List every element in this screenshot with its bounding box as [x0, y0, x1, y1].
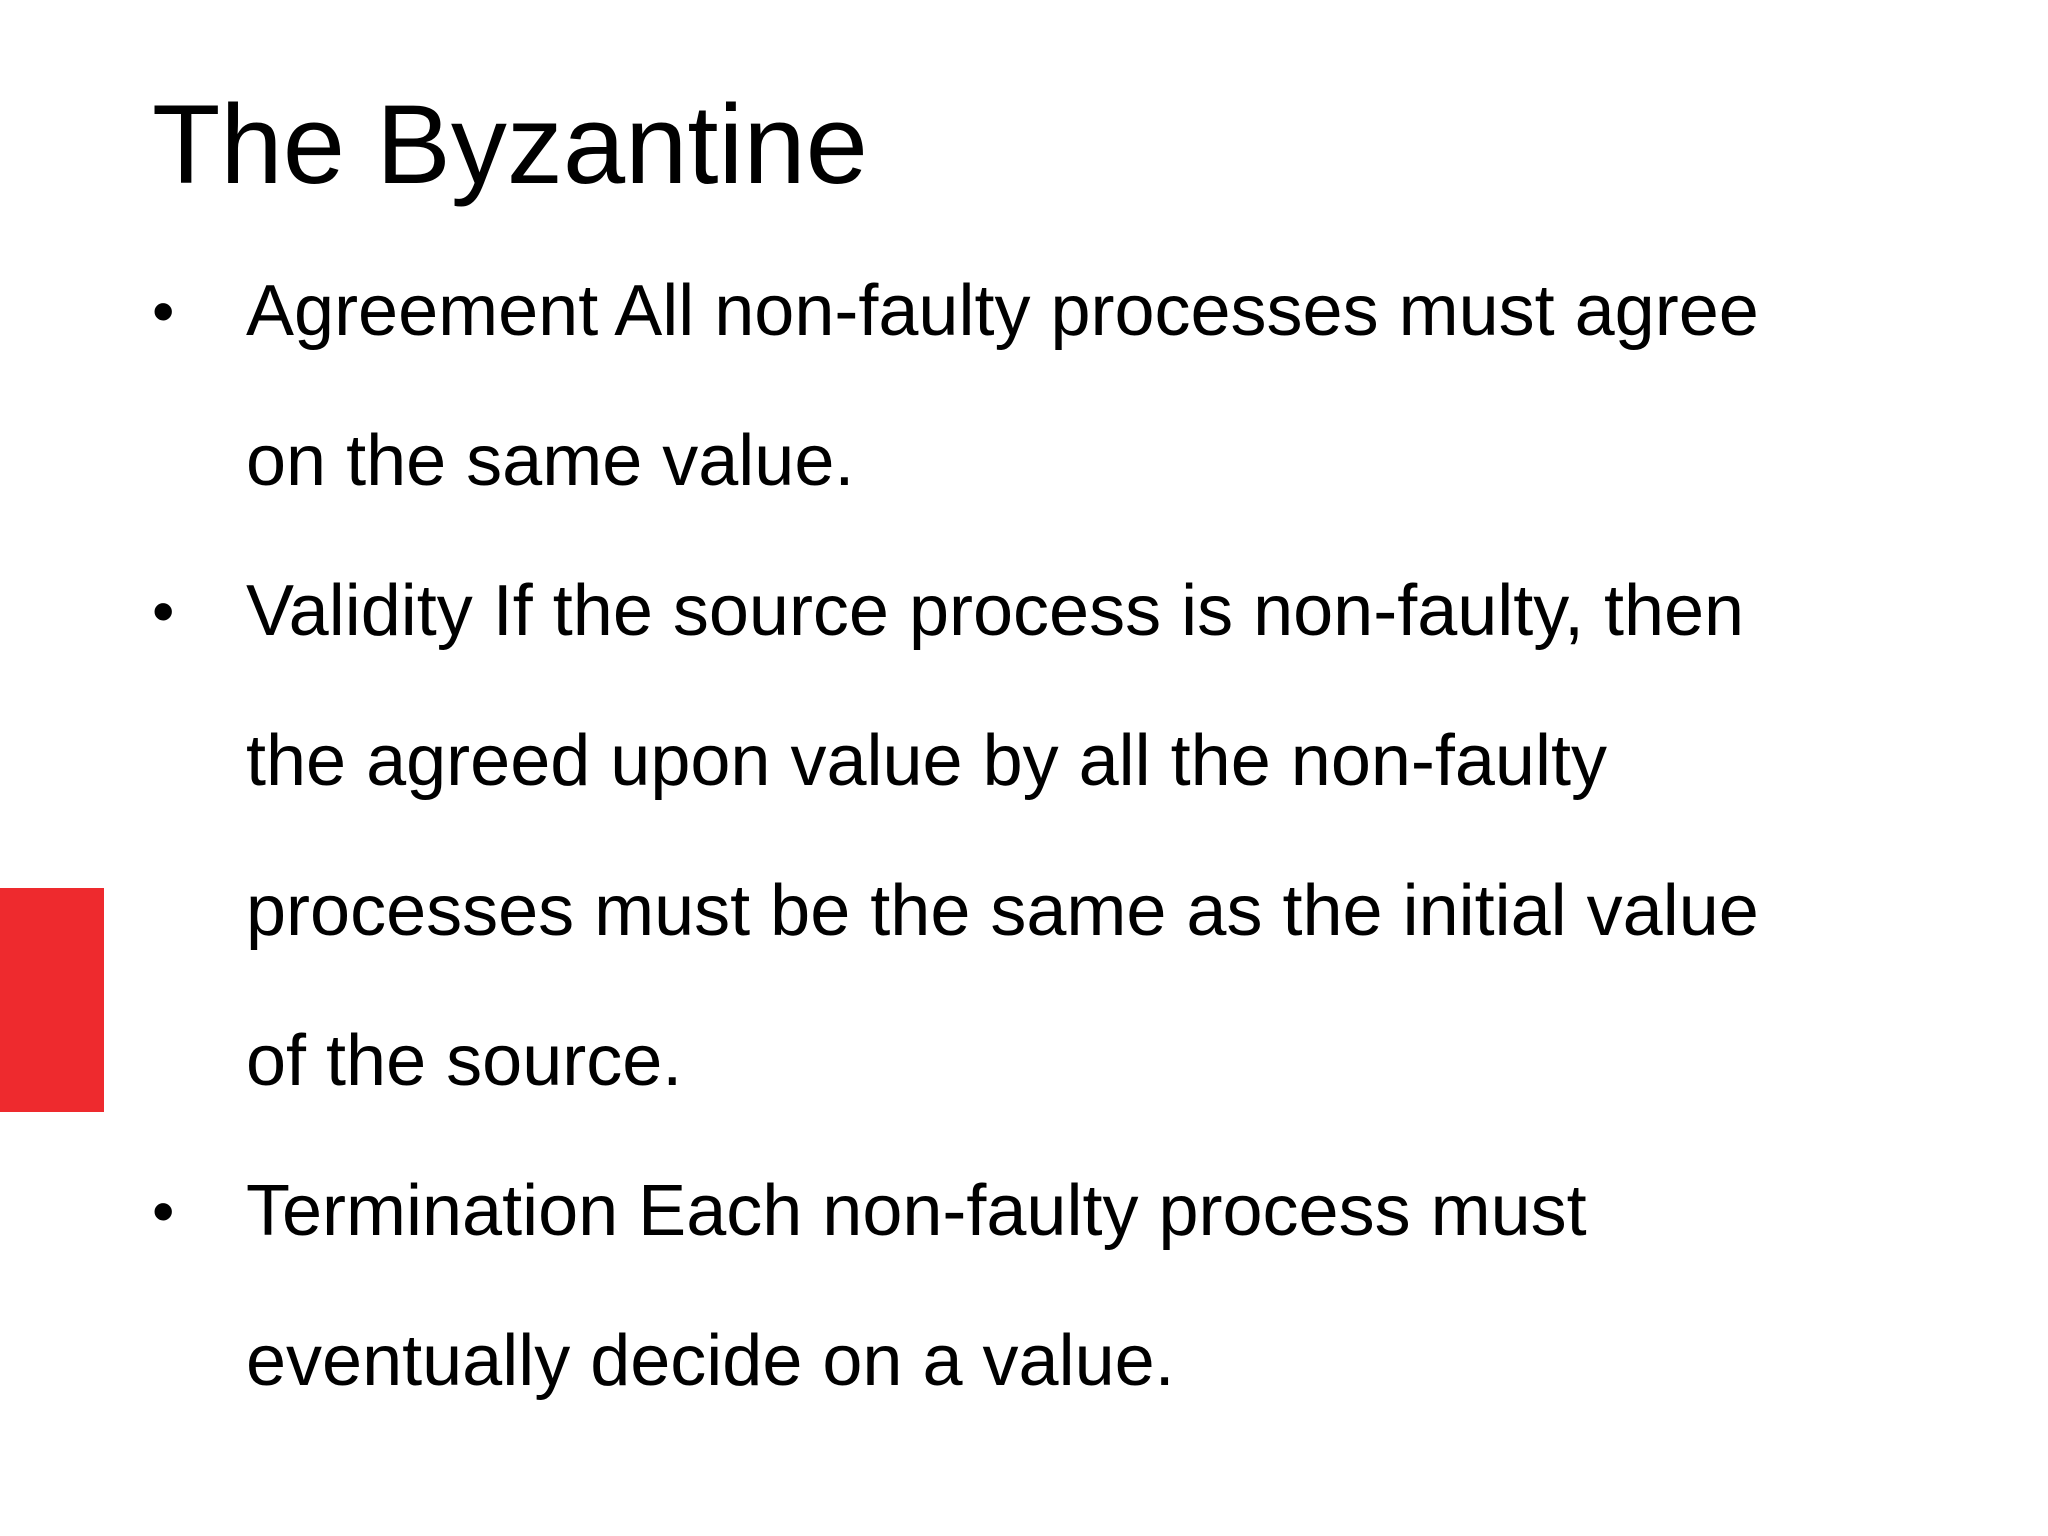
bullet-line: on the same value. [246, 421, 855, 501]
bullet-line: Validity If the source process is non-fa… [246, 571, 1745, 651]
bullet-dot-icon: • [152, 275, 175, 347]
bullet-line: Agreement All non-faulty processes must … [246, 271, 1759, 351]
slide-title: The Byzantine [152, 82, 868, 207]
bullet-item-termination: • Termination Each non-faulty process mu… [152, 1136, 2012, 1436]
bullet-dot-icon: • [152, 1175, 175, 1247]
bullet-line: the agreed upon value by all the non-fau… [246, 721, 1607, 801]
bullet-item-agreement: • Agreement All non-faulty processes mus… [152, 236, 2012, 536]
bullet-line: processes must be the same as the initia… [246, 871, 1759, 951]
bullet-line: eventually decide on a value. [246, 1321, 1175, 1401]
accent-bar [0, 888, 104, 1112]
bullet-list: • Agreement All non-faulty processes mus… [152, 236, 2012, 1436]
bullet-item-validity: • Validity If the source process is non-… [152, 536, 2012, 1136]
bullet-text: Validity If the source process is non-fa… [246, 536, 2012, 1136]
bullet-text: Agreement All non-faulty processes must … [246, 236, 2012, 536]
bullet-dot-icon: • [152, 575, 175, 647]
bullet-line: of the source. [246, 1021, 683, 1101]
bullet-line: Termination Each non-faulty process must [246, 1171, 1587, 1251]
bullet-text: Termination Each non-faulty process must… [246, 1136, 2012, 1436]
